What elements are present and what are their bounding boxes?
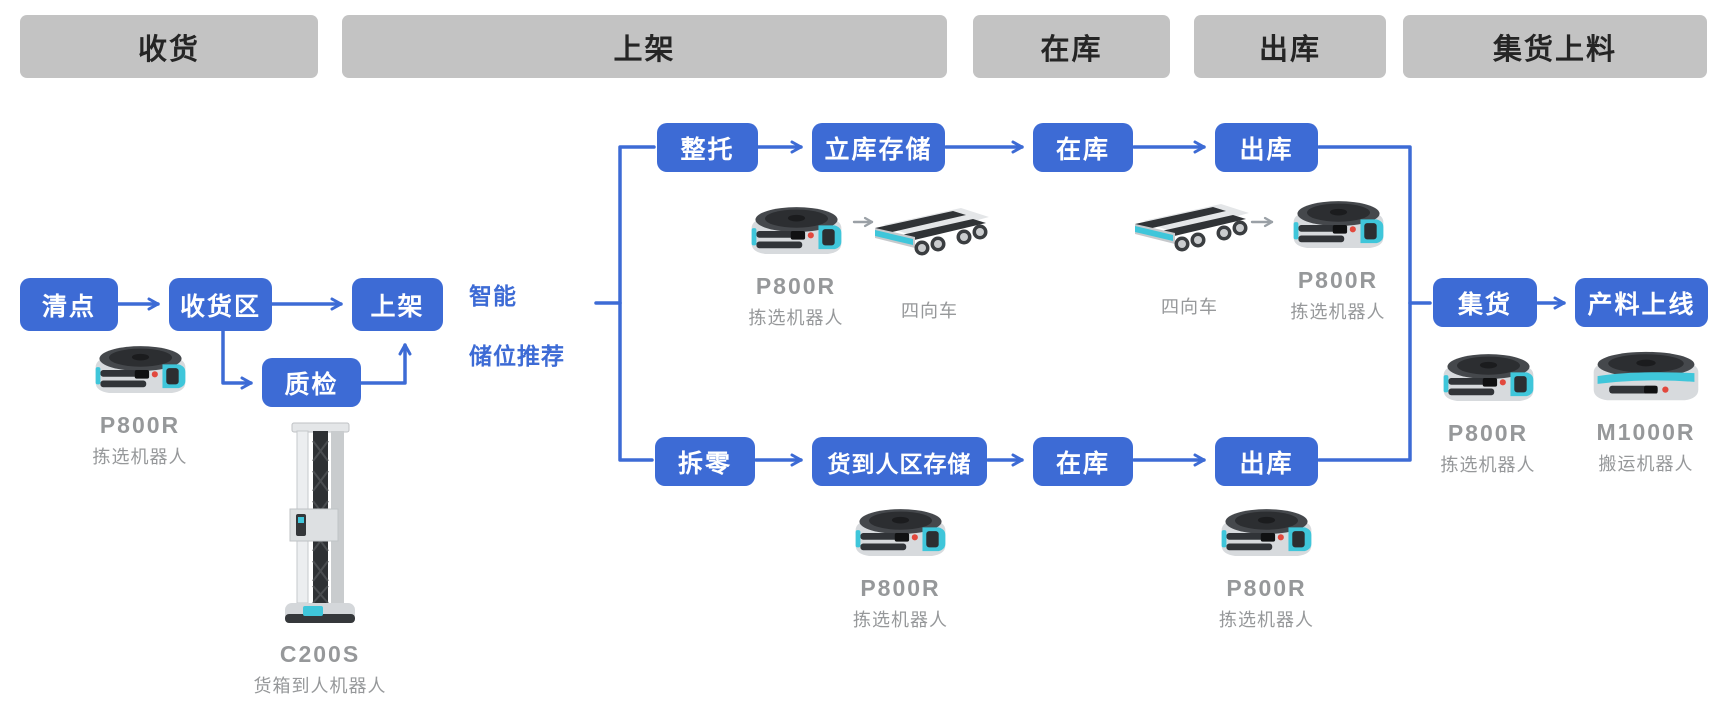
robot-unit-p800r-outbound-top: P800R 拣选机器人: [1282, 195, 1394, 324]
p800r-robot-illustration: [1436, 348, 1541, 410]
node-count: 清点: [20, 278, 118, 331]
node-in-stock-top: 在库: [1033, 123, 1133, 172]
p800r-robot-illustration: [744, 201, 849, 263]
stage-outbound: 出库: [1194, 15, 1386, 78]
p800r-robot-illustration: [1286, 195, 1391, 257]
node-material-online: 产料上线: [1575, 278, 1708, 327]
robot-model-label: C200S: [279, 641, 361, 667]
p800r-robot-illustration: [848, 503, 953, 565]
stage-receiving: 收货: [20, 15, 318, 78]
robot-unit-shuttle-right: 四向车: [1122, 199, 1257, 319]
robot-type-label: 搬运机器人: [1598, 454, 1694, 474]
robot-unit-p800r-outbound-bottom: P800R 拣选机器人: [1209, 503, 1324, 632]
smart-slot-line1: 智能: [469, 283, 517, 309]
c200s-robot-illustration: [277, 421, 363, 631]
stage-in-stock: 在库: [973, 15, 1170, 78]
robot-model-label: M1000R: [1596, 419, 1696, 445]
robot-model-label: P800R: [755, 273, 837, 299]
robot-type-label: 拣选机器人: [853, 610, 948, 630]
robot-type-label: 四向车: [901, 301, 958, 321]
robot-model-label: P800R: [1447, 420, 1529, 446]
node-outbound-top: 出库: [1215, 123, 1318, 172]
robot-unit-p800r-asrs: P800R 拣选机器人: [740, 201, 852, 330]
node-qc: 质检: [262, 358, 361, 407]
four-way-shuttle-illustration: [867, 203, 992, 261]
node-break-case: 拆零: [655, 437, 755, 486]
robot-unit-c200s-qc: C200S 货箱到人机器人: [235, 421, 405, 698]
robot-unit-p800r-consolidation: P800R 拣选机器人: [1432, 348, 1544, 477]
robot-model-label: P800R: [1226, 575, 1307, 601]
stage-putaway: 上架: [342, 15, 947, 78]
robot-model-label: P800R: [99, 412, 181, 438]
robot-model-label: P800R: [1297, 267, 1379, 293]
stage-consolidation: 集货上料: [1403, 15, 1707, 78]
node-g2p-storage: 货到人区存储: [812, 437, 987, 486]
four-way-shuttle-illustration: [1127, 199, 1252, 257]
robot-type-label: 拣选机器人: [748, 308, 844, 328]
robot-unit-p800r-receiving: P800R 拣选机器人: [65, 340, 215, 469]
robot-unit-p800r-g2p: P800R 拣选机器人: [843, 503, 958, 632]
robot-unit-shuttle-left: 四向车: [862, 203, 997, 323]
node-full-pallet: 整托: [657, 123, 758, 172]
node-consolidation: 集货: [1433, 278, 1537, 327]
p800r-robot-illustration: [88, 340, 193, 402]
robot-type-label: 拣选机器人: [1290, 302, 1386, 322]
robot-type-label: 四向车: [1161, 297, 1218, 317]
node-putaway: 上架: [352, 278, 443, 331]
robot-type-label: 拣选机器人: [1219, 610, 1314, 630]
m1000r-robot-illustration: [1587, 347, 1705, 409]
robot-unit-m1000r-material: M1000R 搬运机器人: [1585, 347, 1707, 476]
p800r-robot-illustration: [1214, 503, 1319, 565]
smart-slot-annotation: 智能 储位推荐: [469, 282, 565, 372]
smart-slot-line2: 储位推荐: [469, 342, 565, 369]
node-outbound-bottom: 出库: [1215, 437, 1318, 486]
robot-type-label: 拣选机器人: [1440, 455, 1536, 475]
robot-type-label: 货箱到人机器人: [253, 676, 387, 696]
robot-model-label: P800R: [860, 575, 941, 601]
robot-type-label: 拣选机器人: [92, 447, 188, 467]
node-receiving-area: 收货区: [169, 278, 272, 331]
node-in-stock-bottom: 在库: [1033, 437, 1133, 486]
node-asrs-storage: 立库存储: [812, 123, 945, 172]
